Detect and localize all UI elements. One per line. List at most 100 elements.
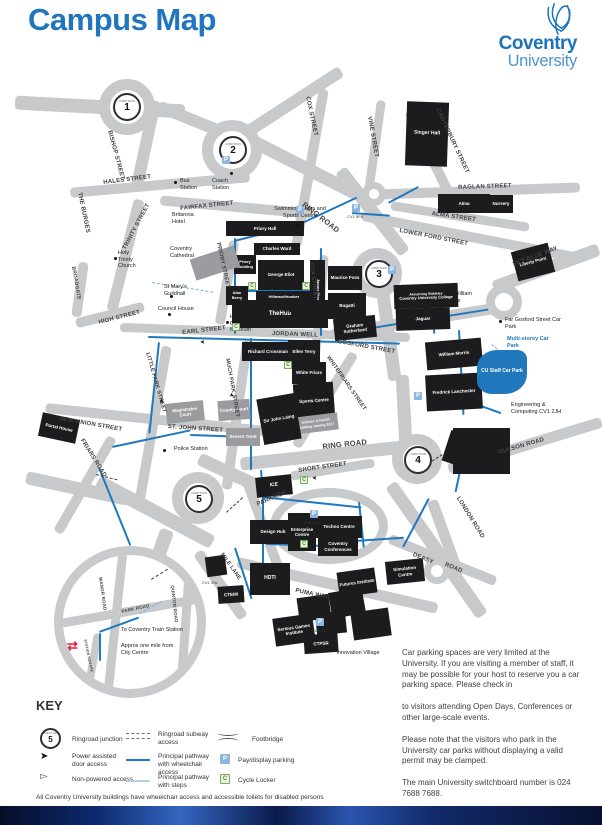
- building-george-eliot: George Eliot: [258, 260, 304, 290]
- postcode-label: CV1 2TT: [312, 628, 329, 633]
- key-heading: KEY: [36, 698, 63, 713]
- poi-dot: [174, 181, 177, 184]
- junction-caption: JUNCTION: [410, 452, 426, 456]
- building-label: Futures Institute: [339, 577, 375, 588]
- building-priory-hall: Priory Hall: [226, 221, 304, 236]
- subway-access: [226, 497, 244, 513]
- parking-info-p2: to visitors attending Open Days, Confere…: [402, 702, 573, 722]
- parking-glyph: P: [222, 756, 227, 762]
- parking-glyph: P: [223, 157, 228, 163]
- parking-info-block: Car parking spaces are very limited at t…: [402, 648, 582, 811]
- building-label: Priory Hall: [253, 225, 277, 231]
- page-title: Campus Map: [28, 2, 216, 37]
- poi-holy-trinity: Holy Trinity Church: [118, 250, 136, 270]
- poi-far-gosford-car-park: Far Gosford Street Car Park: [505, 317, 561, 330]
- parking-glyph: P: [389, 267, 394, 273]
- street-label-london: LONDON ROAD: [454, 496, 486, 540]
- building-label: Priory Building: [237, 258, 253, 269]
- train-direction-arrow-icon: ←: [67, 654, 76, 664]
- parking-glyph: P: [297, 207, 302, 213]
- building-label: Severn Trent: [229, 434, 257, 440]
- building-label: CTPSR: [313, 640, 329, 647]
- junction-number: 1: [124, 102, 130, 114]
- cycle-locker-icon: C: [300, 476, 308, 484]
- building-label: CU Staff Car Park: [481, 368, 523, 375]
- cycle-glyph: C: [302, 541, 306, 547]
- parking-glyph: P: [317, 619, 322, 625]
- cycle-locker-icon: C: [302, 282, 310, 290]
- cycle-glyph: C: [302, 477, 306, 483]
- building-label: Charles Ward: [262, 246, 292, 252]
- non-powered-icon: ▻: [40, 771, 48, 782]
- cycle-glyph: C: [234, 324, 238, 330]
- building-label: White Friars: [295, 370, 322, 376]
- poi-dot: [168, 313, 171, 316]
- roundabout: [486, 284, 522, 320]
- building-label: Techno Centre: [323, 524, 355, 530]
- building-fredrick-lanchester: Fredrick Lanchester: [425, 372, 483, 412]
- street-label-burges: THE BURGES: [76, 192, 91, 234]
- junction-caption: JUNCTION: [42, 732, 59, 736]
- access-arrow-icon: ➤: [229, 392, 236, 398]
- building-label: Science & Health Building coming 2017: [298, 417, 335, 430]
- poi-britannia-hotel: Britannia Hotel: [172, 212, 194, 225]
- parking-icon: P: [220, 754, 230, 764]
- poi-bus-station: Bus Station: [180, 178, 198, 191]
- postcode-label: CV1 5FB: [347, 214, 364, 219]
- building-label: Magistrates Court: [172, 405, 198, 418]
- junction-number: 3: [376, 269, 382, 281]
- building-label: Portal House: [44, 422, 74, 434]
- building-label: Coventry University College: [399, 293, 453, 301]
- building-label: Ellen Terry: [292, 349, 316, 355]
- parking-icon: P: [310, 510, 318, 518]
- poi-multi-storey-car-park: Multi-storey Car Park: [507, 336, 549, 349]
- building-the-hub: TheHub: [232, 300, 328, 328]
- junction-number: 5: [196, 494, 202, 506]
- key-label-subway-access: Ringroad subway access: [158, 731, 209, 747]
- poi-police-station: Police Station: [174, 446, 208, 452]
- subway-access-icon: [126, 733, 150, 739]
- pathway: [250, 338, 252, 470]
- street-label-bishop: BISHOP STREET: [106, 130, 126, 181]
- key-label-cycle-locker: Cycle Locker: [238, 777, 276, 784]
- cu-staff-car-park: CU Staff Car Park: [477, 350, 527, 394]
- train-station-inset: MANOR ROAD PARK ROAD QUINTON ROAD STATIO…: [54, 546, 206, 698]
- poi-dot: [163, 449, 166, 452]
- postcode-label: CV1 2NL: [202, 580, 219, 585]
- building-label: Singer Hall: [413, 129, 441, 137]
- footbridge-icon: [218, 730, 238, 744]
- building-charles-ward: Charles Ward: [254, 243, 300, 255]
- junction-number: 2: [230, 145, 236, 157]
- subway-access: [151, 563, 177, 580]
- building-label: Jaguar: [415, 316, 431, 322]
- parking-glyph: P: [353, 205, 358, 211]
- building-singer-hall: Singer Hall: [404, 101, 450, 167]
- junction-caption: JUNCTION: [119, 99, 135, 103]
- key-label-wheelchair-pathway: Principal pathway with wheelchair access: [158, 753, 209, 777]
- logo-line2: University: [507, 52, 578, 70]
- building-white-friars: White Friars: [292, 362, 326, 384]
- key-label-non-powered: Non-powered access: [72, 776, 134, 783]
- parking-info-p1: Car parking spaces are very limited at t…: [402, 648, 580, 690]
- parking-info-p3: Please note that the visitors who park i…: [402, 734, 563, 766]
- key-label-ringroad-junction: Ringroad junction: [72, 736, 123, 743]
- poi-council-house: Council House: [158, 306, 194, 312]
- building-sir-john-laing: Sir John Laing: [256, 393, 302, 445]
- building-label: Simulation Centre: [393, 565, 417, 578]
- building-label: CTEMI: [223, 591, 239, 598]
- cycle-glyph: C: [222, 776, 228, 782]
- postcode-label: CV1 2TT: [304, 520, 321, 525]
- junction-number: 4: [415, 455, 421, 467]
- junction-caption: JUNCTION: [225, 142, 241, 146]
- parking-icon: P: [388, 266, 396, 274]
- building-unlabeled: [350, 607, 392, 641]
- steps-pathway-icon: [126, 780, 150, 782]
- building-graham-sutherland: Graham Sutherland: [332, 314, 378, 342]
- poi-dot: [226, 321, 229, 324]
- building-label: Alma: [458, 200, 470, 206]
- cycle-locker-icon: C: [248, 282, 256, 290]
- power-door-icon: ➤: [40, 751, 49, 762]
